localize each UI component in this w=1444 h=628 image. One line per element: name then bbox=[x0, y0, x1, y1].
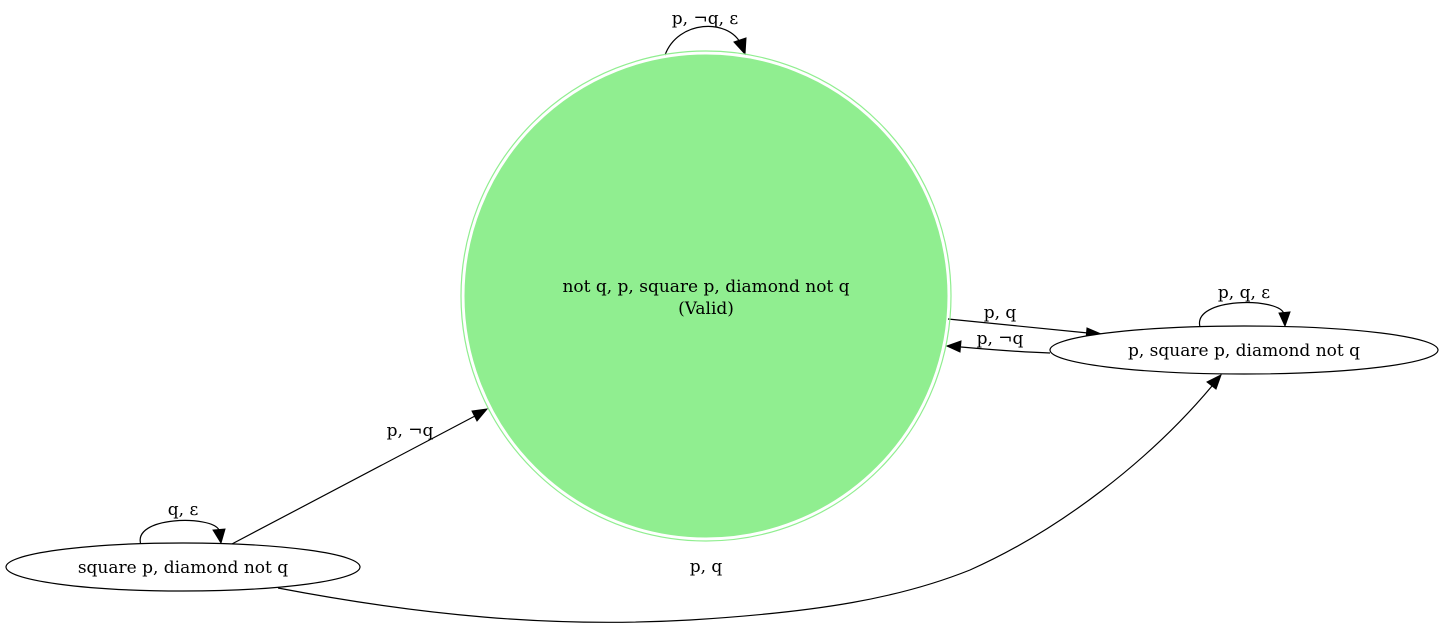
edge-left-to-right-arrowhead bbox=[1206, 373, 1222, 390]
edge-label-left-self-loop: q, ε bbox=[168, 500, 199, 520]
edge-right-self-loop bbox=[1199, 301, 1285, 328]
edge-left-to-valid bbox=[229, 415, 476, 546]
edge-right-self-loop-arrowhead bbox=[1278, 311, 1291, 328]
node-valid-label-line1: not q, p, square p, diamond not q bbox=[562, 277, 849, 297]
edge-label-left-to-valid: p, ¬q bbox=[387, 421, 434, 441]
edge-valid-to-right bbox=[947, 318, 1089, 334]
node-right-ellipse bbox=[1049, 325, 1439, 375]
node-right-label: p, square p, diamond not q bbox=[1128, 341, 1360, 361]
edge-label-valid-to-right: p, q bbox=[984, 303, 1017, 323]
node-left-ellipse bbox=[5, 542, 361, 592]
node-left-state: square p, diamond not q bbox=[5, 542, 361, 592]
edge-right-to-valid bbox=[960, 346, 1051, 354]
node-valid-outer-ring bbox=[460, 50, 952, 542]
edge-label-left-to-right: p, q bbox=[690, 557, 723, 577]
node-right-state: p, square p, diamond not q bbox=[1049, 325, 1439, 375]
edge-left-to-valid-arrowhead bbox=[471, 408, 489, 422]
edge-left-to-right bbox=[277, 385, 1213, 623]
edge-label-valid-self-loop: p, ¬q, ε bbox=[672, 9, 739, 29]
edge-right-to-valid-arrowhead bbox=[945, 340, 962, 353]
node-valid-label-line2: (Valid) bbox=[678, 299, 734, 319]
node-valid-state: not q, p, square p, diamond not q (Valid… bbox=[460, 50, 952, 542]
edge-left-self-loop bbox=[139, 519, 220, 546]
node-valid-inner-circle bbox=[464, 54, 948, 538]
edge-left-self-loop-arrowhead bbox=[212, 528, 226, 545]
node-left-label: square p, diamond not q bbox=[78, 558, 288, 578]
edge-valid-self-loop bbox=[664, 25, 742, 56]
edge-label-right-to-valid: p, ¬q bbox=[977, 329, 1024, 349]
edge-label-right-self-loop: p, q, ε bbox=[1218, 283, 1270, 303]
edge-valid-self-loop-arrowhead bbox=[733, 37, 747, 56]
